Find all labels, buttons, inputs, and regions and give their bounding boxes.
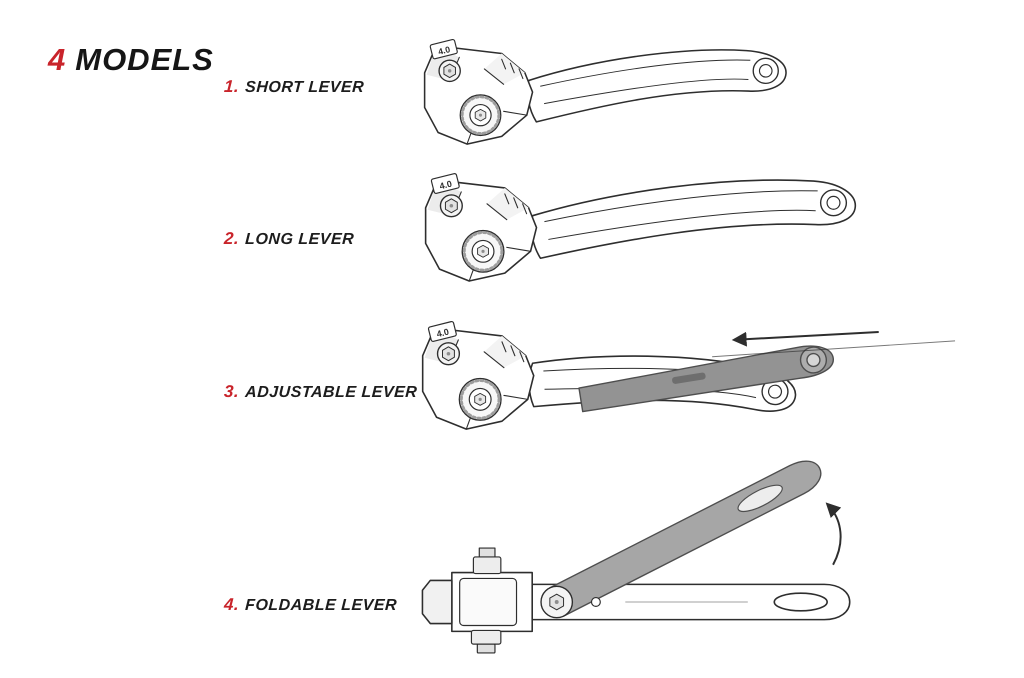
adjust-arrow-icon xyxy=(712,330,956,358)
title-number: 4 xyxy=(48,42,67,77)
foldable-lever-blade-folded xyxy=(548,460,822,617)
adjustable-lever-blade-adjusted xyxy=(578,345,834,413)
model-4-number: 4. xyxy=(223,595,240,614)
model-1-label: 1.SHORT LEVER xyxy=(223,77,365,97)
model-4-name: FOLDABLE LEVER xyxy=(244,597,398,614)
foldable-lever-blade-extended xyxy=(531,583,851,621)
title-word: MODELS xyxy=(75,42,214,77)
fold-arrow-icon xyxy=(825,502,842,566)
foldable-lever-clamp xyxy=(421,547,601,654)
foldable-lever-illustration xyxy=(421,460,851,654)
clamp-bottom-bolt xyxy=(470,629,502,654)
short-lever-illustration xyxy=(423,37,787,146)
fold-pivot-bolt xyxy=(540,585,574,619)
model-2-name: LONG LEVER xyxy=(244,231,355,248)
long-lever-illustration xyxy=(424,171,857,283)
model-4-label: 4.FOLDABLE LEVER xyxy=(223,595,398,615)
model-1-name: SHORT LEVER xyxy=(244,79,365,96)
short-lever-perch xyxy=(423,37,534,146)
model-3-number: 3. xyxy=(223,382,240,401)
bar-detail-hole xyxy=(590,596,601,607)
clamp-top-bolt xyxy=(472,547,502,575)
short-lever-blade xyxy=(526,49,787,123)
long-lever-perch xyxy=(424,171,538,283)
model-1-number: 1. xyxy=(223,77,240,96)
adjustable-lever-perch xyxy=(421,319,536,431)
model-2-number: 2. xyxy=(223,229,240,248)
long-lever-blade xyxy=(530,179,857,260)
model-2-label: 2.LONG LEVER xyxy=(223,229,355,249)
adjustable-lever-illustration xyxy=(421,319,956,448)
